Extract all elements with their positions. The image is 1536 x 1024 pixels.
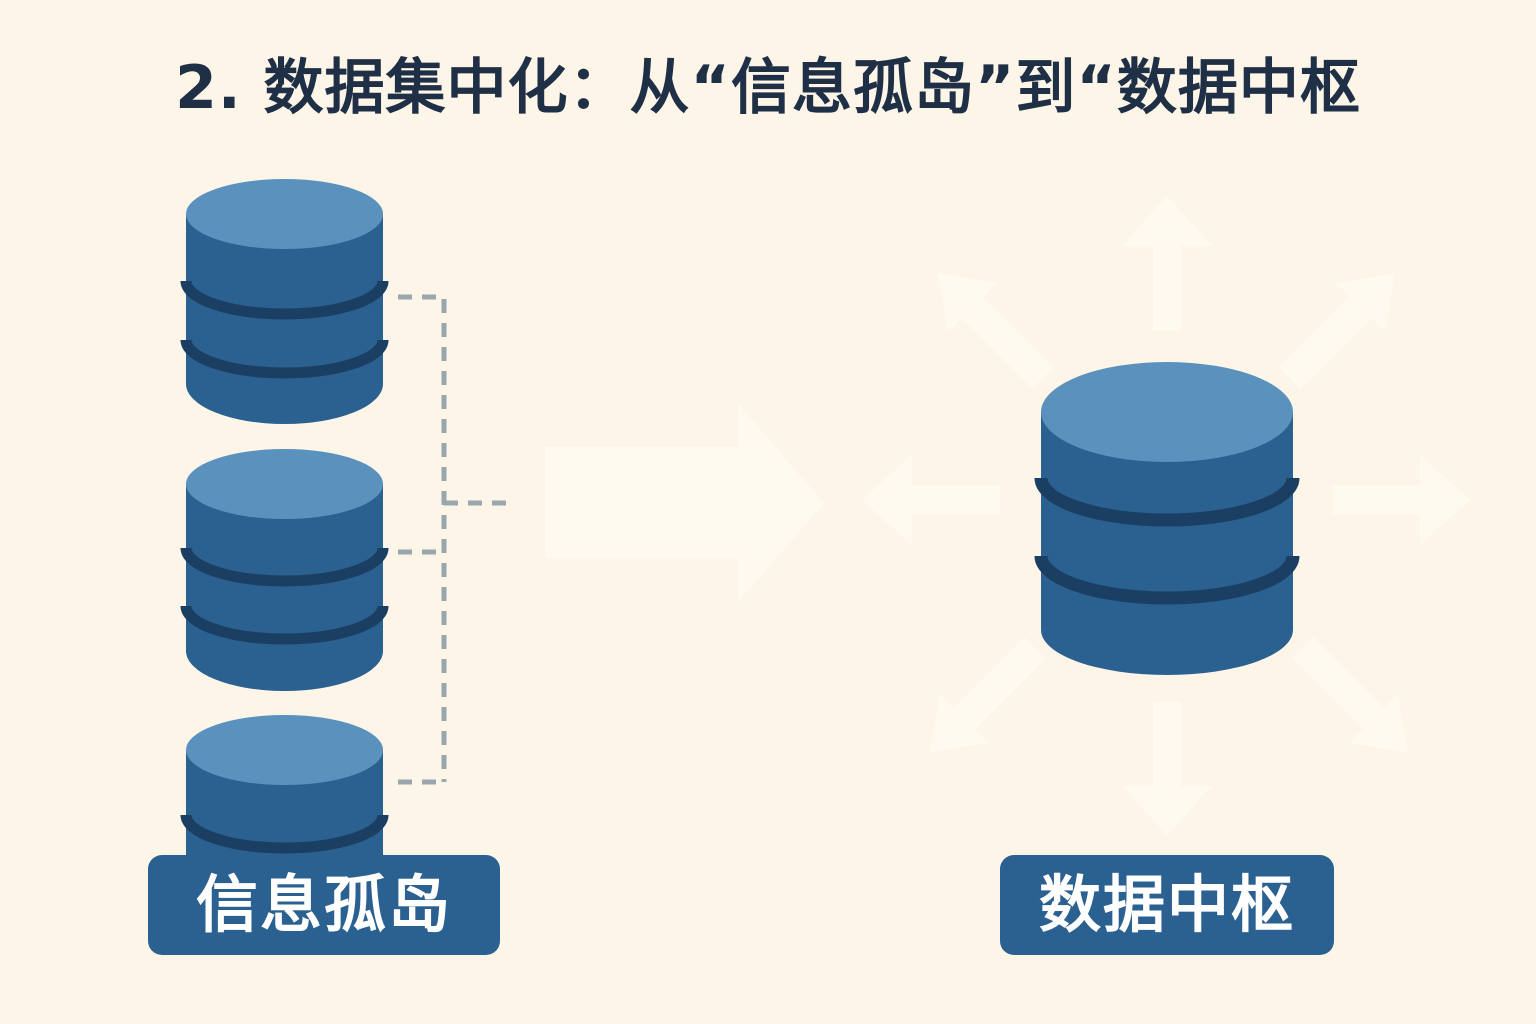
arrow-icon [938, 273, 1054, 389]
database-icon [180, 715, 389, 860]
database-icon [180, 449, 389, 691]
arrow-icon [545, 404, 824, 602]
arrow-icon [1333, 455, 1470, 545]
arrow-icon [862, 455, 1000, 545]
arrow-icon [1122, 196, 1212, 331]
radiating-arrows [862, 196, 1470, 835]
database-icon [180, 179, 389, 424]
page-title: 2. 数据集中化：从“信息孤岛”到“数据中枢 [175, 53, 1361, 123]
arrow-icon [1292, 637, 1408, 753]
database-icon [1034, 362, 1300, 675]
arrow-icon [1279, 273, 1395, 389]
label-information-islands: 信息孤岛 [148, 855, 500, 955]
dashed-connectors [398, 294, 516, 785]
arrow-icon [1122, 702, 1212, 835]
connector-db-1 [398, 294, 447, 782]
arrow-icon [930, 637, 1046, 753]
label-data-hub: 数据中枢 [1000, 855, 1334, 955]
